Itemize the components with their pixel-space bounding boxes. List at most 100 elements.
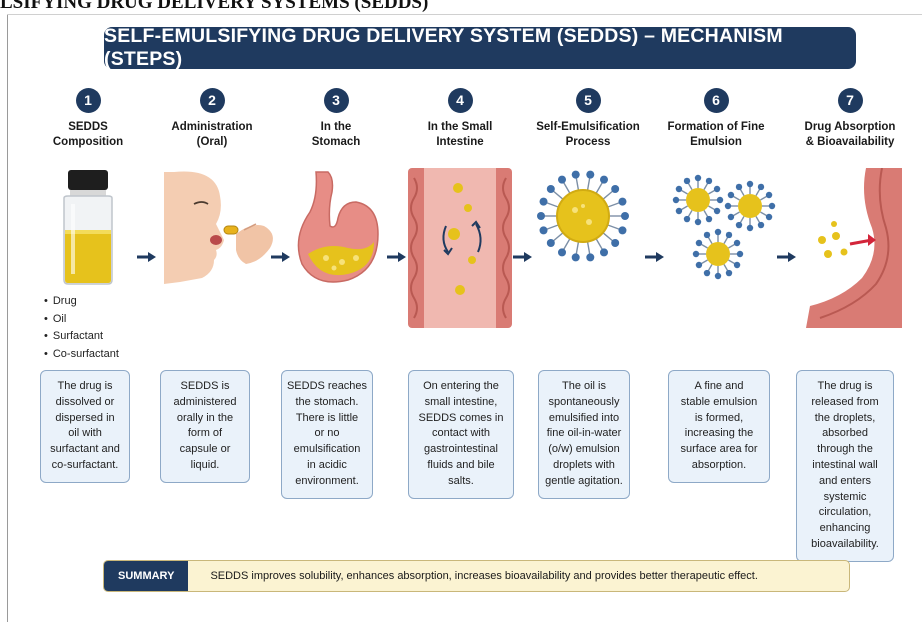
surfactant-head (728, 192, 734, 198)
summary-label: SUMMARY (104, 561, 188, 591)
step-description-line: released from (801, 395, 889, 411)
face-illustration (160, 168, 280, 288)
vial-cap (68, 170, 108, 190)
step-description-line: in acidic (286, 458, 368, 474)
step-description-line: SEDDS reaches (286, 379, 368, 395)
arrow-right-icon (512, 250, 534, 264)
step-title-line: Stomach (270, 135, 402, 150)
step-description-line: systemic (801, 490, 889, 506)
surfactant-head (618, 198, 626, 206)
diagram-title-banner: SELF-EMULSIFYING DRUG DELIVERY SYSTEM (S… (104, 27, 856, 69)
composition-item: Co-surfactant (44, 346, 119, 364)
step-description-line: salts. (413, 474, 509, 490)
hand (236, 225, 273, 264)
step-title-line: & Bioavailability (784, 135, 916, 150)
arrow-right-icon (136, 250, 158, 264)
surfactant-head (540, 198, 548, 206)
step-description-line: form of (165, 426, 245, 442)
surfactant-head (676, 186, 682, 192)
step-description-line: enhancing (801, 521, 889, 537)
surfactant-head (714, 186, 720, 192)
surfactant-head (611, 239, 619, 247)
step-description-line: droplets with (543, 458, 625, 474)
surfactant-head (704, 270, 710, 276)
step-description-line: surface area for (673, 442, 765, 458)
surfactant-head (537, 212, 545, 220)
step-description-line: administered (165, 395, 245, 411)
surfactant-head (621, 212, 629, 220)
surfactant-head (734, 240, 740, 246)
step-description-line: emulsified into (543, 411, 625, 427)
step-number-badge: 3 (324, 88, 349, 113)
micelle-illustration (535, 168, 631, 264)
step-number-badge: 5 (576, 88, 601, 113)
step-description-line: bioavailability. (801, 537, 889, 553)
step-number-badge: 6 (704, 88, 729, 113)
surfactant-head (715, 273, 721, 279)
emulsion-droplet (738, 194, 762, 218)
summary-text: SEDDS improves solubility, enhances abso… (188, 570, 757, 582)
step-title-line: SEDDS (22, 120, 154, 135)
step-number-badge: 2 (200, 88, 225, 113)
step-description-line: gentle agitation. (543, 474, 625, 490)
stomach-illustration (286, 168, 386, 293)
step-description-line: dispersed in (45, 411, 125, 427)
composition-item: Drug (44, 293, 119, 311)
step-description-line: On entering the (413, 379, 509, 395)
surfactant-head (673, 197, 679, 203)
step-title-line: Process (522, 135, 654, 150)
step-description-line: A fine and (673, 379, 765, 395)
step-description-line: small intestine, (413, 395, 509, 411)
step-description-line: or no (286, 426, 368, 442)
intestine-illustration (408, 168, 512, 328)
surfactant-head (725, 203, 731, 209)
step-description-line: surfactant and (45, 442, 125, 458)
step-description-line: emulsification (286, 442, 368, 458)
composition-item: Surfactant (44, 328, 119, 346)
absorption-illustration (806, 168, 902, 328)
step-description-line: through the (801, 442, 889, 458)
surfactant-head (758, 222, 764, 228)
step-description-line: the droplets, (801, 411, 889, 427)
step-description-line: contact with (413, 426, 509, 442)
step-description-line: SEDDS comes in (413, 411, 509, 427)
step-title-line: Administration (146, 120, 278, 135)
surfactant-head (684, 216, 690, 222)
capsule (224, 226, 238, 234)
surfactant-head (684, 178, 690, 184)
surfactant-head (547, 185, 555, 193)
surfactant-head (572, 171, 580, 179)
step-description-line: There is little (286, 411, 368, 427)
page-heading: LSIFYING DRUG DELIVERY SYSTEMS (SEDDS) (0, 0, 428, 14)
step-description-line: absorbed (801, 426, 889, 442)
surfactant-head (734, 262, 740, 268)
step-description-line: gastrointestinal (413, 442, 509, 458)
arrow-right-icon (776, 250, 798, 264)
surfactant-head (696, 240, 702, 246)
surfactant-head (706, 178, 712, 184)
step-description-line: co-surfactant. (45, 458, 125, 474)
step-title-line: Emulsion (650, 135, 782, 150)
step-description-line: The drug is (45, 379, 125, 395)
face (164, 172, 224, 285)
step-description-line: intestinal wall (801, 458, 889, 474)
step-description-line: increasing the (673, 426, 765, 442)
step-description-line: liquid. (165, 458, 245, 474)
step-title-line: In the (270, 120, 402, 135)
step-title-line: In the Small (394, 120, 526, 135)
surfactant-head (736, 222, 742, 228)
step-description-line: (o/w) emulsion (543, 442, 625, 458)
step-description-line: and enters (801, 474, 889, 490)
step-title-line: Formation of Fine (650, 120, 782, 135)
